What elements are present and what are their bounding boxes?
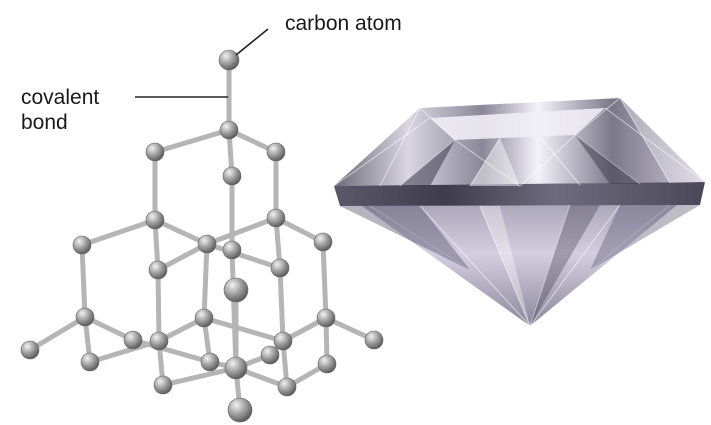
gem-facet [575, 135, 640, 184]
carbon-atom [148, 260, 168, 280]
diamond-lattice-icon [20, 49, 384, 423]
cut-diamond-icon [333, 97, 706, 327]
carbon-atom [80, 352, 100, 372]
carbon-atom [266, 142, 286, 162]
gem-facet-edge [469, 137, 501, 187]
carbon-atom-label: carbon atom [285, 12, 402, 35]
gem-facet-edge [369, 205, 471, 271]
carbon-atom [200, 352, 220, 372]
gem-facet-edge [419, 205, 531, 327]
gem-facet-edge [333, 117, 431, 187]
carbon-atom [20, 340, 40, 360]
gem-facet-edge [529, 204, 701, 327]
gem-facet [470, 138, 520, 186]
carbon-atoms [20, 49, 384, 423]
covalent-bond-label: covalent bond [21, 85, 99, 135]
gem-facet [530, 205, 600, 326]
gem-facet-edge [529, 204, 571, 327]
carbon-atom [153, 375, 173, 395]
carbon-atom [219, 120, 239, 140]
covalent-bond [152, 217, 210, 247]
covalent-bond [79, 242, 88, 320]
gem-facet-edge [339, 205, 531, 327]
gem-facet [590, 205, 700, 270]
carbon-atom [316, 308, 336, 328]
carbon-atom [123, 330, 143, 350]
covalent-bond [160, 365, 239, 388]
gem-facet-edge [379, 107, 421, 187]
covalent-bond [201, 241, 210, 321]
covalent-bond [201, 315, 286, 344]
covalent-label-line1: covalent [21, 86, 100, 109]
covalent-bond [204, 215, 279, 247]
covalent-bond [79, 217, 158, 248]
carbon-atom [222, 240, 242, 260]
carbon-atom [364, 330, 384, 350]
covalent-bond [87, 338, 162, 365]
covalent-bond [152, 127, 232, 155]
gem-facet-edge [619, 97, 671, 184]
carbon-atom-leader-line [235, 28, 269, 56]
gem-facet [400, 140, 455, 186]
gem-facet-edge [479, 205, 531, 327]
carbon-atom [270, 258, 290, 278]
carbon-atom [149, 331, 169, 351]
carbon-atom [260, 345, 280, 365]
covalent-label-line2: bond [21, 111, 68, 134]
carbon-atom [145, 210, 165, 230]
covalent-bond [27, 314, 88, 353]
carbon-atom [317, 354, 337, 374]
carbon-atom [218, 49, 240, 71]
carbon-atom [273, 331, 293, 351]
carbon-atom [223, 277, 249, 303]
gem-facet-edge [419, 107, 456, 141]
gem-facet [620, 98, 705, 183]
carbon-atom [194, 308, 214, 328]
carbon-atom [75, 307, 95, 327]
carbon-atom [222, 166, 242, 186]
carbon-atom [72, 235, 92, 255]
gem-facet-edge [604, 107, 706, 183]
gem-facet [340, 206, 470, 270]
covalent-bond [155, 267, 162, 344]
carbon-atom [266, 208, 286, 228]
gem-facet-edge [574, 97, 621, 136]
gem-facet-edge [519, 134, 576, 187]
carbon-atom [145, 142, 165, 162]
carbon-atom [313, 232, 333, 252]
gem-facet [480, 206, 530, 326]
carbon-atom [224, 356, 248, 380]
gem-facet-edge [589, 204, 671, 271]
covalent-bond [277, 265, 286, 344]
gem-facet-edge [539, 136, 581, 186]
covalent-bond [320, 239, 329, 321]
gem-facet-edge [529, 204, 621, 327]
carbon-atom [277, 377, 297, 397]
gem-facet-edge [454, 139, 521, 187]
carbon-atom [197, 234, 217, 254]
carbon-atom [227, 397, 253, 423]
covalent-bond [204, 241, 283, 271]
